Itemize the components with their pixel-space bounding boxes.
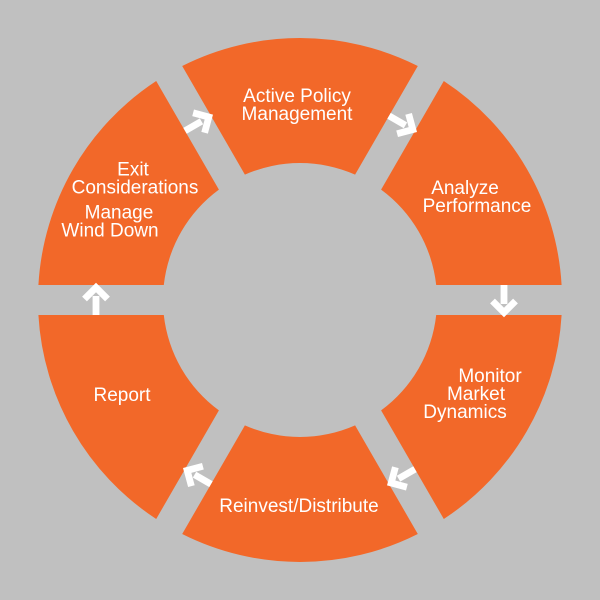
label-line: Manage (84, 202, 154, 224)
flow-arrow-icon (490, 285, 518, 318)
segment-label-active-policy-management: Active Policy Management (241, 86, 353, 125)
segment-label-exit-considerations: Exit Considerations Manage Wind Down (61, 161, 198, 241)
label-line: Dynamics (423, 402, 507, 423)
segment-report (38, 315, 219, 519)
segment-monitor-market-dynamics (381, 315, 562, 519)
segment-exit-considerations (38, 81, 219, 285)
segment-active-policy-management (182, 38, 418, 175)
label-line: Monitor (458, 366, 522, 387)
label-line: Considerations (71, 177, 199, 199)
label-line: Performance (422, 196, 532, 217)
flow-arrow-icon (387, 466, 417, 491)
label-line: Wind Down (61, 220, 159, 242)
label-line: Market (446, 384, 506, 405)
label-line: Active Policy (243, 86, 351, 107)
segment-label-monitor-market-dynamics: Monitor Market Dynamics (423, 367, 521, 422)
label-line: Exit (117, 159, 149, 181)
segment-analyze-performance (381, 81, 562, 285)
segment-label-report: Report (93, 385, 151, 406)
segment-label-analyze-performance: Analyze Performance (417, 179, 532, 216)
flow-arrow-icon (183, 462, 213, 488)
label-line: Management (241, 104, 353, 125)
flow-arrow-icon (183, 109, 213, 134)
label-line: Reinvest/Distribute (219, 496, 379, 517)
flow-arrow-icon (82, 282, 110, 315)
label-line: Analyze (431, 178, 499, 199)
label-line: Report (93, 385, 151, 406)
segment-label-reinvest-distribute: Reinvest/Distribute (219, 496, 379, 517)
flow-arrow-icon (387, 112, 417, 138)
segment-reinvest-distribute (182, 425, 418, 562)
